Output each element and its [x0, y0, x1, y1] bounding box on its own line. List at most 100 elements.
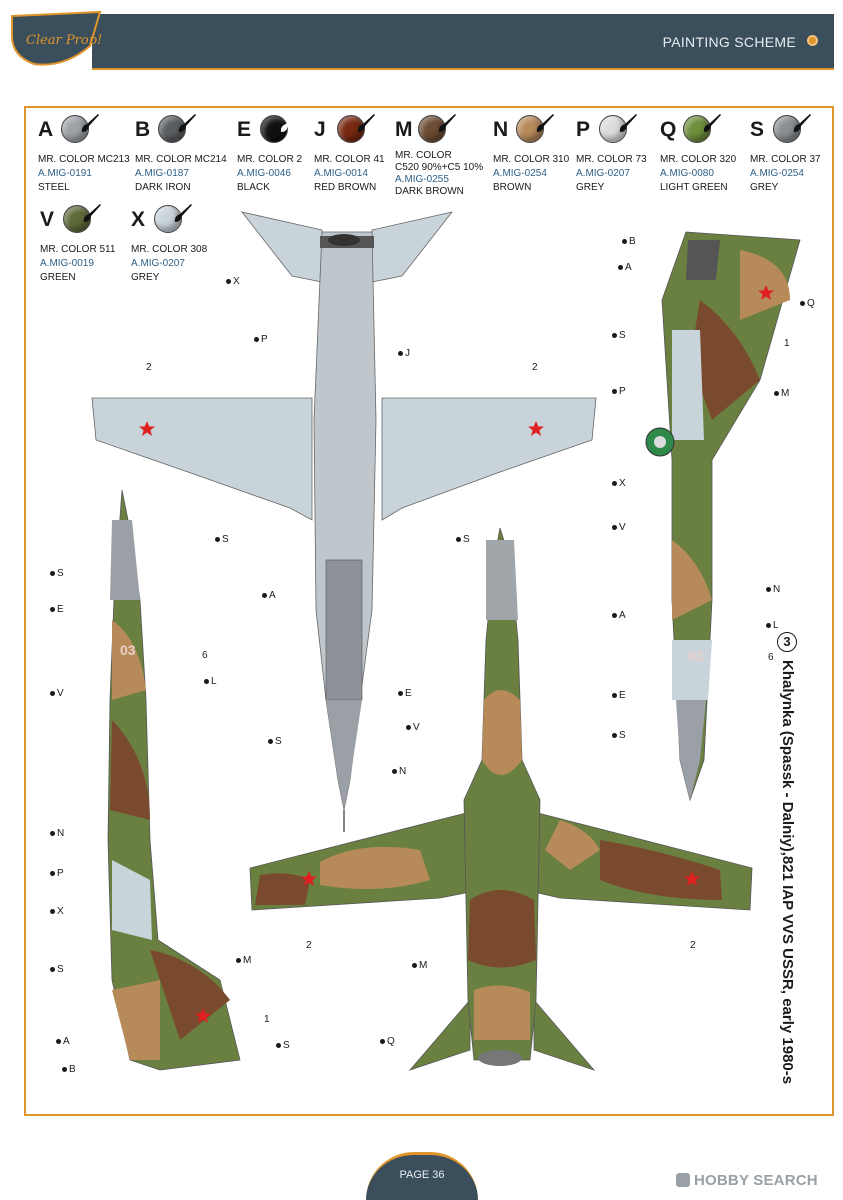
callout-number: 2	[146, 362, 152, 373]
callout-label: X	[50, 906, 64, 917]
paint-mr-color: MR. COLOR 2	[237, 154, 303, 165]
callout-label: V	[406, 722, 420, 733]
paint-mig-code: A.MIG-0014	[314, 168, 368, 179]
paint-mig-code: A.MIG-0207	[576, 168, 630, 179]
side-number-left: 03	[120, 642, 136, 658]
paint-name: GREEN	[40, 272, 76, 283]
paint-letter: X	[131, 208, 146, 231]
clear-prop-logo: Clear Prop!	[11, 10, 102, 66]
paint-mr-color: MR. COLOR 37	[750, 154, 821, 165]
paint-mr-color: MR. COLOR MC213	[38, 154, 130, 165]
watermark-text: HOBBY SEARCH	[694, 1172, 818, 1189]
paint-letter: S	[750, 118, 765, 141]
paint-letter: J	[314, 118, 326, 141]
left-side-view-aircraft	[107, 489, 241, 1071]
scheme-number: 3	[777, 632, 797, 652]
paint-mig-code: A.MIG-0046	[237, 168, 291, 179]
callout-label: S	[456, 534, 470, 545]
page-number: PAGE 36	[399, 1169, 445, 1181]
callout-number: 6	[768, 652, 774, 663]
paint-name: GREY	[750, 182, 779, 193]
scheme-frame	[24, 106, 834, 1116]
watermark-logo-icon	[676, 1173, 690, 1187]
paint-mr-color: MR. COLOR	[395, 150, 452, 161]
callout-number: 1	[784, 338, 790, 349]
paint-brush-icon	[174, 204, 192, 222]
callout-label: A	[56, 1036, 70, 1047]
side-number-right: 03	[688, 648, 704, 664]
paint-mig-code: A.MIG-0080	[660, 168, 714, 179]
callout-label: Q	[380, 1036, 395, 1047]
callout-number: 2	[306, 940, 312, 951]
callout-number: 2	[690, 940, 696, 951]
callout-number: 2	[532, 362, 538, 373]
paint-mig-code: A.MIG-0191	[38, 168, 92, 179]
paint-mr-color: MR. COLOR 308	[131, 244, 208, 255]
paint-mr-color: MR. COLOR 41	[314, 154, 385, 165]
paint-mr-color: MR. COLOR 310	[493, 154, 570, 165]
callout-label: Q	[800, 298, 815, 309]
callout-label: A	[262, 590, 276, 601]
callout-label: V	[612, 522, 626, 533]
paint-letter: E	[237, 118, 252, 141]
callout-label: A	[618, 262, 632, 273]
paint-brush-icon	[81, 114, 99, 132]
paint-letter: B	[135, 118, 151, 141]
header-bullet-icon	[807, 35, 818, 46]
paint-mr-color: MR. COLOR 320	[660, 154, 737, 165]
paint-mr-mix: C520 90%+C5 10%	[395, 162, 484, 173]
paint-name: GREY	[576, 182, 605, 193]
callout-label: X	[226, 276, 240, 287]
callout-label: S	[276, 1040, 290, 1051]
paint-letter: Q	[660, 118, 677, 141]
callout-number: 6	[202, 650, 208, 661]
paint-mr-color: MR. COLOR MC214	[135, 154, 227, 165]
paint-brush-icon	[536, 114, 554, 132]
paint-name: DARK IRON	[135, 182, 191, 193]
paint-mig-code: A.MIG-0019	[40, 258, 94, 269]
paint-mig-code: A.MIG-0207	[131, 258, 185, 269]
callout-label: S	[612, 730, 626, 741]
callout-label: P	[50, 868, 64, 879]
paint-name: LIGHT GREEN	[660, 182, 728, 193]
paint-letter: A	[38, 118, 54, 141]
callout-label: S	[50, 568, 64, 579]
callout-number: 1	[264, 1014, 270, 1025]
callout-label: N	[392, 766, 406, 777]
callout-label: B	[62, 1064, 76, 1075]
page-header: PAINTING SCHEME Clear Prop!	[0, 0, 843, 72]
paint-letter: V	[40, 208, 55, 231]
callout-label: L	[204, 676, 217, 687]
header-bar: PAINTING SCHEME	[92, 14, 834, 70]
callout-label: L	[766, 620, 779, 631]
paint-mig-code: A.MIG-0254	[493, 168, 547, 179]
paint-letter: P	[576, 118, 591, 141]
paint-name: GREY	[131, 272, 160, 283]
scheme-caption: 3Khalynka (Spassk - Dalniy),821 IAP VVS …	[777, 632, 797, 1084]
paint-letter: M	[395, 118, 413, 141]
paint-letter: N	[493, 118, 509, 141]
callout-label: N	[50, 828, 64, 839]
paint-mig-code: A.MIG-0187	[135, 168, 189, 179]
callout-label: E	[398, 688, 412, 699]
paint-name: RED BROWN	[314, 182, 377, 193]
watermark: HOBBY SEARCH	[676, 1172, 818, 1189]
top-view-aircraft	[91, 211, 597, 832]
paint-name: BROWN	[493, 182, 532, 193]
callout-label: P	[612, 386, 626, 397]
page-title: PAINTING SCHEME	[662, 34, 796, 50]
paint-brush-icon	[438, 114, 456, 132]
paint-mig-code: A.MIG-0254	[750, 168, 804, 179]
callout-label: E	[612, 690, 626, 701]
paint-brush-icon	[703, 114, 721, 132]
scheme-title: Khalynka (Spassk - Dalniy),821 IAP VVS U…	[779, 660, 796, 1085]
callout-label: V	[50, 688, 64, 699]
paint-name: BLACK	[237, 182, 270, 193]
paint-brush-icon	[357, 114, 375, 132]
callout-label: S	[268, 736, 282, 747]
callout-label: E	[50, 604, 64, 615]
paint-mr-color: MR. COLOR 73	[576, 154, 647, 165]
callout-label: X	[612, 478, 626, 489]
callout-label: S	[612, 330, 626, 341]
